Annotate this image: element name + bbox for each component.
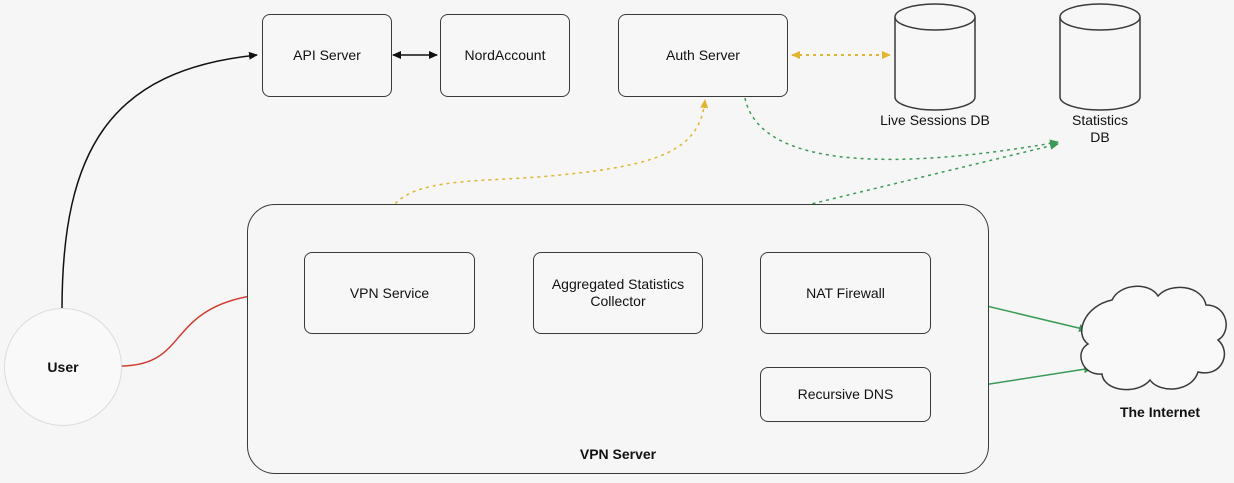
recursive-dns-label: Recursive DNS xyxy=(797,386,894,402)
internet-label: The Internet xyxy=(1119,404,1201,420)
vpn-service-node: VPN Service xyxy=(304,252,475,334)
user-label: User xyxy=(47,359,79,375)
vpn-server-group-label: VPN Server xyxy=(579,446,657,462)
stats-collector-label: Aggregated Statistics Collector xyxy=(551,276,685,309)
internet-cloud-icon xyxy=(1080,285,1227,391)
stats-collector-node: Aggregated Statistics Collector xyxy=(533,252,703,334)
live-sessions-db-label: Live Sessions DB xyxy=(880,112,990,128)
edge-vpn-service-auth xyxy=(385,99,709,251)
nat-firewall-label: NAT Firewall xyxy=(806,284,885,301)
auth-server-node: Auth Server xyxy=(618,14,788,97)
nat-firewall-node: NAT Firewall xyxy=(760,252,931,334)
edge-user-api-server xyxy=(61,51,258,311)
nordaccount-node: NordAccount xyxy=(440,14,570,97)
nordaccount-label: NordAccount xyxy=(464,47,546,63)
edge-auth-statistics-db xyxy=(744,97,1059,161)
user-node: User xyxy=(4,308,122,426)
vpn-server-group xyxy=(247,204,989,474)
statistics-db-cylinder xyxy=(1059,3,1141,111)
recursive-dns-node: Recursive DNS xyxy=(760,367,931,422)
edge-collector-statistics-db xyxy=(621,142,1059,251)
live-sessions-db-cylinder xyxy=(894,3,976,111)
statistics-db-label: Statistics DB xyxy=(1071,112,1128,145)
auth-server-label: Auth Server xyxy=(666,47,740,63)
api-server-label: API Server xyxy=(293,47,361,63)
api-server-node: API Server xyxy=(262,14,392,97)
vpn-service-label: VPN Service xyxy=(349,284,430,301)
